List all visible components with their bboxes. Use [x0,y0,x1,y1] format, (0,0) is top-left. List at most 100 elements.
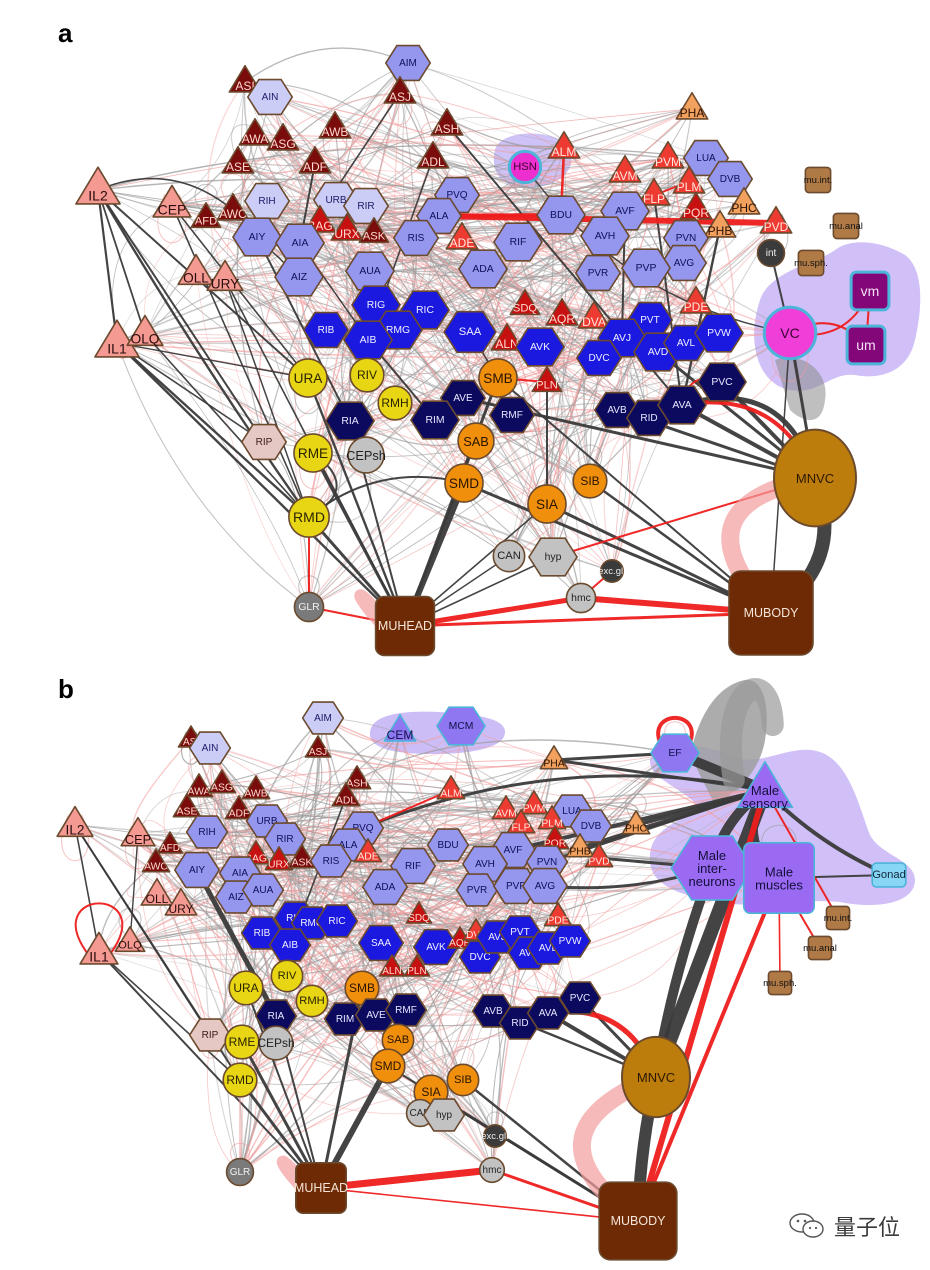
node-exc-gl[interactable]: exc.gl. [598,558,626,583]
node-adl[interactable]: ADL [416,140,450,169]
node-riv[interactable]: RIV [349,357,385,393]
node-ris[interactable]: RIS [309,844,353,878]
node-ash[interactable]: ASH [430,107,464,136]
node-mnvc[interactable]: MNVC [621,1035,691,1119]
node-awc[interactable]: AWC [216,192,250,221]
node-pha[interactable]: PHA [539,745,569,770]
node-mcm[interactable]: MCM [436,706,486,746]
node-sib[interactable]: SIB [446,1063,480,1097]
node-pvm[interactable]: PVM [519,790,549,815]
node-ade[interactable]: ADE [445,221,479,250]
node-riv[interactable]: RIV [270,959,304,993]
node-adf[interactable]: ADF [298,145,332,174]
node-vm[interactable]: vm [849,270,891,312]
node-alm[interactable]: ALM [436,775,466,800]
node-ury[interactable]: URY [206,259,244,292]
node-mu-int[interactable]: mu.int. [824,905,853,931]
node-aln[interactable]: ALN [490,322,524,351]
node-sab[interactable]: SAB [457,422,495,460]
node-hyp[interactable]: hyp [528,537,578,577]
node-asg[interactable]: ASG [266,122,300,151]
node-cepsh[interactable]: CEPsh [257,1025,295,1061]
node-pln[interactable]: PLN [403,954,431,977]
node-ask[interactable]: ASK [358,217,390,244]
node-pvw[interactable]: PVW [548,924,592,958]
node-hmc[interactable]: hmc [478,1156,506,1184]
node-olq[interactable]: OLQ [126,314,164,347]
node-il1[interactable]: IL1 [94,319,140,358]
node-phb[interactable]: PHB [565,833,595,858]
node-afd[interactable]: AFD [156,831,184,854]
node-rmd[interactable]: RMD [222,1062,258,1098]
node-aua[interactable]: AUA [345,251,395,291]
node-aim[interactable]: AIM [301,701,345,735]
node-ade[interactable]: ADE [353,838,383,863]
node-mu-sph[interactable]: mu.sph. [763,970,797,996]
node-rme[interactable]: RME [293,433,333,473]
node-smb[interactable]: SMB [344,970,380,1006]
node-avg[interactable]: AVG [660,244,708,282]
node-flp[interactable]: FLP [637,177,671,206]
node-urx[interactable]: URX [264,846,294,871]
node-sdq[interactable]: SDQ [405,901,433,924]
node-pvc[interactable]: PVC [558,981,602,1015]
node-gonad[interactable]: Gonad [871,862,907,888]
node-urx[interactable]: URX [330,212,364,241]
node-aiy[interactable]: AIY [173,851,221,889]
node-pln[interactable]: PLN [531,366,563,393]
node-plm[interactable]: PLM [672,165,706,194]
node-ris[interactable]: RIS [392,219,440,257]
node-pvw[interactable]: PVW [694,313,744,353]
node-aiz[interactable]: AIZ [274,257,324,297]
node-avm[interactable]: AVM [491,795,521,820]
node-il2[interactable]: IL2 [75,166,121,205]
node-rim[interactable]: RIM [410,400,460,440]
node-rme[interactable]: RME [224,1024,260,1060]
node-awb[interactable]: AWB [241,775,271,800]
node-muhead[interactable]: MUHEAD [374,595,436,657]
node-aln[interactable]: ALN [378,954,406,977]
node-aqr[interactable]: AQR [545,297,579,326]
node-asg[interactable]: ASG [207,769,237,794]
node-rmd[interactable]: RMD [288,496,330,538]
node-ain[interactable]: AIN [246,78,294,116]
node-ada[interactable]: ADA [361,868,409,906]
node-bdu[interactable]: BDU [536,195,586,235]
node-sab[interactable]: SAB [381,1023,415,1057]
node-avk[interactable]: AVK [515,327,565,367]
node-saa[interactable]: SAA [357,924,405,962]
node-cep[interactable]: CEP [120,816,156,847]
node-adf[interactable]: ADF [224,795,254,820]
node-rir[interactable]: RIR [342,187,390,225]
node-ask[interactable]: ASK [287,844,317,869]
node-exc-gl[interactable]: exc.gl. [481,1123,509,1148]
node-rif[interactable]: RIF [493,222,543,262]
node-ase[interactable]: ASE [221,145,255,174]
node-dvc[interactable]: DVC [575,339,623,377]
node-um[interactable]: um [845,324,887,366]
node-mubody[interactable]: MUBODY [728,570,814,656]
node-pvm[interactable]: PVM [651,140,685,169]
node-ria[interactable]: RIA [325,401,375,441]
node-sia[interactable]: SIA [527,484,567,524]
node-phb[interactable]: PHB [703,209,737,238]
node-dvb[interactable]: DVB [706,160,754,198]
node-ava[interactable]: AVA [657,385,707,425]
node-avm[interactable]: AVM [608,154,642,183]
node-glr[interactable]: GLR [225,1157,255,1187]
node-mnvc[interactable]: MNVC [773,428,857,528]
node-awa[interactable]: AWA [184,773,214,798]
node-rmh[interactable]: RMH [377,385,413,421]
node-adl[interactable]: ADL [331,782,361,807]
node-il1[interactable]: IL1 [79,931,119,965]
node-bdu[interactable]: BDU [426,828,470,862]
node-can[interactable]: CAN [492,539,526,573]
node-avg[interactable]: AVG [521,867,569,905]
node-rih[interactable]: RIH [185,815,229,849]
node-muhead[interactable]: MUHEAD [294,1161,348,1214]
node-asi[interactable]: ASI [228,64,262,93]
node-smd[interactable]: SMD [444,463,484,503]
